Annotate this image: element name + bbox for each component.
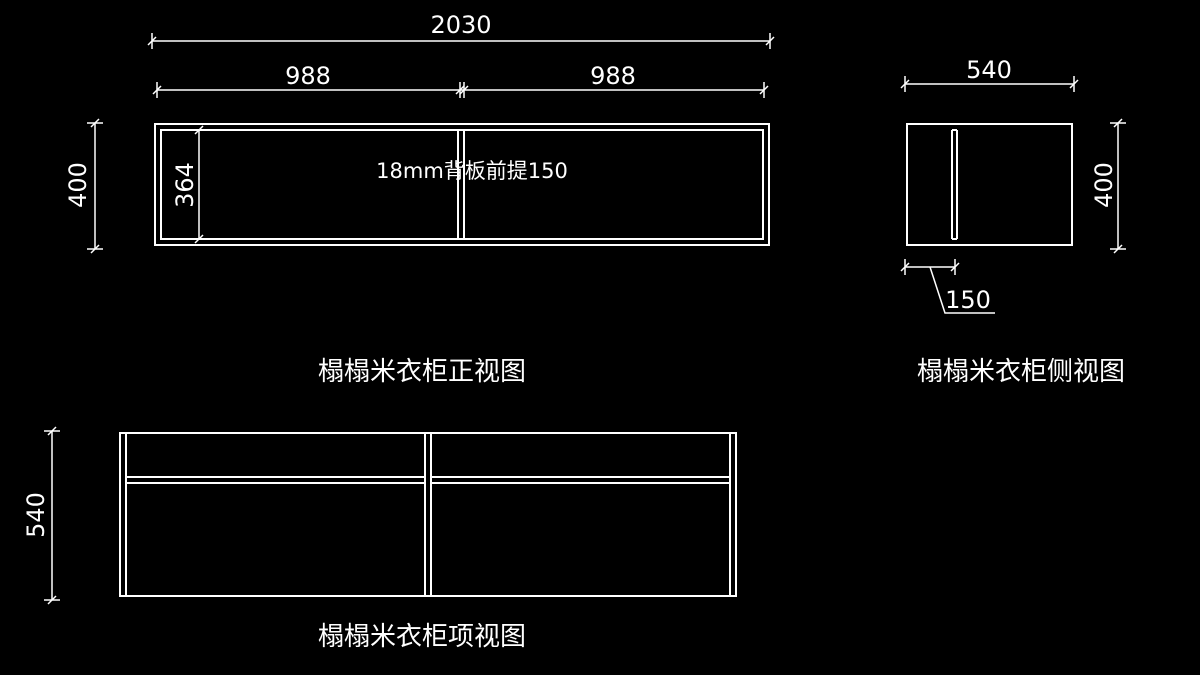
front-dim-height-label: 400 <box>64 162 92 208</box>
top-view-title: 榻榻米衣柜项视图 <box>318 622 526 652</box>
front-dim-total-width-label: 2030 <box>430 11 491 39</box>
side-dim-offset-label: 150 <box>945 286 991 314</box>
side-view-title: 榻榻米衣柜侧视图 <box>917 357 1125 387</box>
front-dim-left-width-label: 988 <box>285 62 331 90</box>
side-view: 540 400 150 <box>900 56 1126 314</box>
side-cabinet-outline <box>906 123 1073 246</box>
front-dim-height: 400 <box>64 118 103 254</box>
top-dim-depth-label: 540 <box>22 492 50 538</box>
side-dim-offset: 150 <box>900 259 995 314</box>
front-view: 2030 988 988 400 <box>64 11 775 254</box>
front-dim-inner-height-label: 364 <box>171 162 199 208</box>
front-cabinet-outline <box>154 123 770 246</box>
front-note-text: 18mm背板前提150 <box>376 159 568 183</box>
front-dim-inner-height: 364 <box>171 125 204 244</box>
front-dim-right-width-label: 988 <box>590 62 636 90</box>
side-dim-depth: 540 <box>900 56 1079 92</box>
side-dim-height-label: 400 <box>1090 162 1118 208</box>
front-dim-split-widths: 988 988 <box>152 62 769 98</box>
side-dim-depth-label: 540 <box>966 56 1012 84</box>
front-dim-total-width: 2030 <box>147 11 775 49</box>
side-dim-height: 400 <box>1090 118 1126 254</box>
front-view-title: 榻榻米衣柜正视图 <box>318 357 526 387</box>
top-dim-depth: 540 <box>22 426 60 605</box>
top-cabinet-outline <box>119 432 737 597</box>
top-view: 540 <box>22 426 737 605</box>
